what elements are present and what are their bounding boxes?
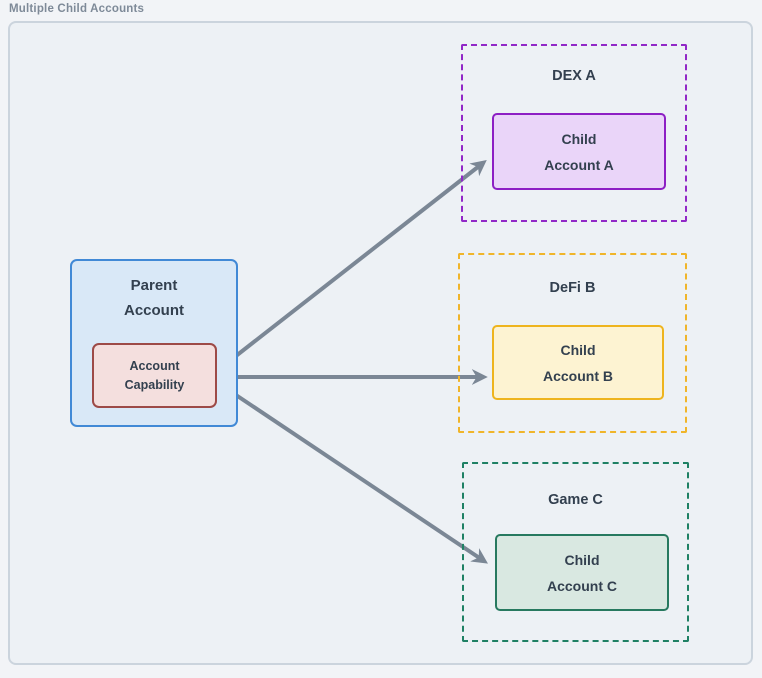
child-account-c-node: Child Account C	[495, 534, 669, 611]
group-game-c: Game C Child Account C	[462, 462, 689, 642]
account-capability-node: Account Capability	[92, 343, 217, 408]
parent-account-node: Parent Account Account Capability	[70, 259, 238, 427]
child-account-b-node: Child Account B	[492, 325, 664, 400]
group-dex-a: DEX A Child Account A	[461, 44, 687, 222]
child-account-a-node: Child Account A	[492, 113, 666, 190]
parent-account-label: Parent Account	[124, 277, 184, 319]
group-defi-b: DeFi B Child Account B	[458, 253, 687, 433]
group-game-c-label: Game C	[548, 492, 603, 508]
group-defi-b-label: DeFi B	[549, 280, 596, 296]
diagram-title: Multiple Child Accounts	[9, 3, 145, 15]
group-dex-a-label: DEX A	[552, 68, 596, 84]
